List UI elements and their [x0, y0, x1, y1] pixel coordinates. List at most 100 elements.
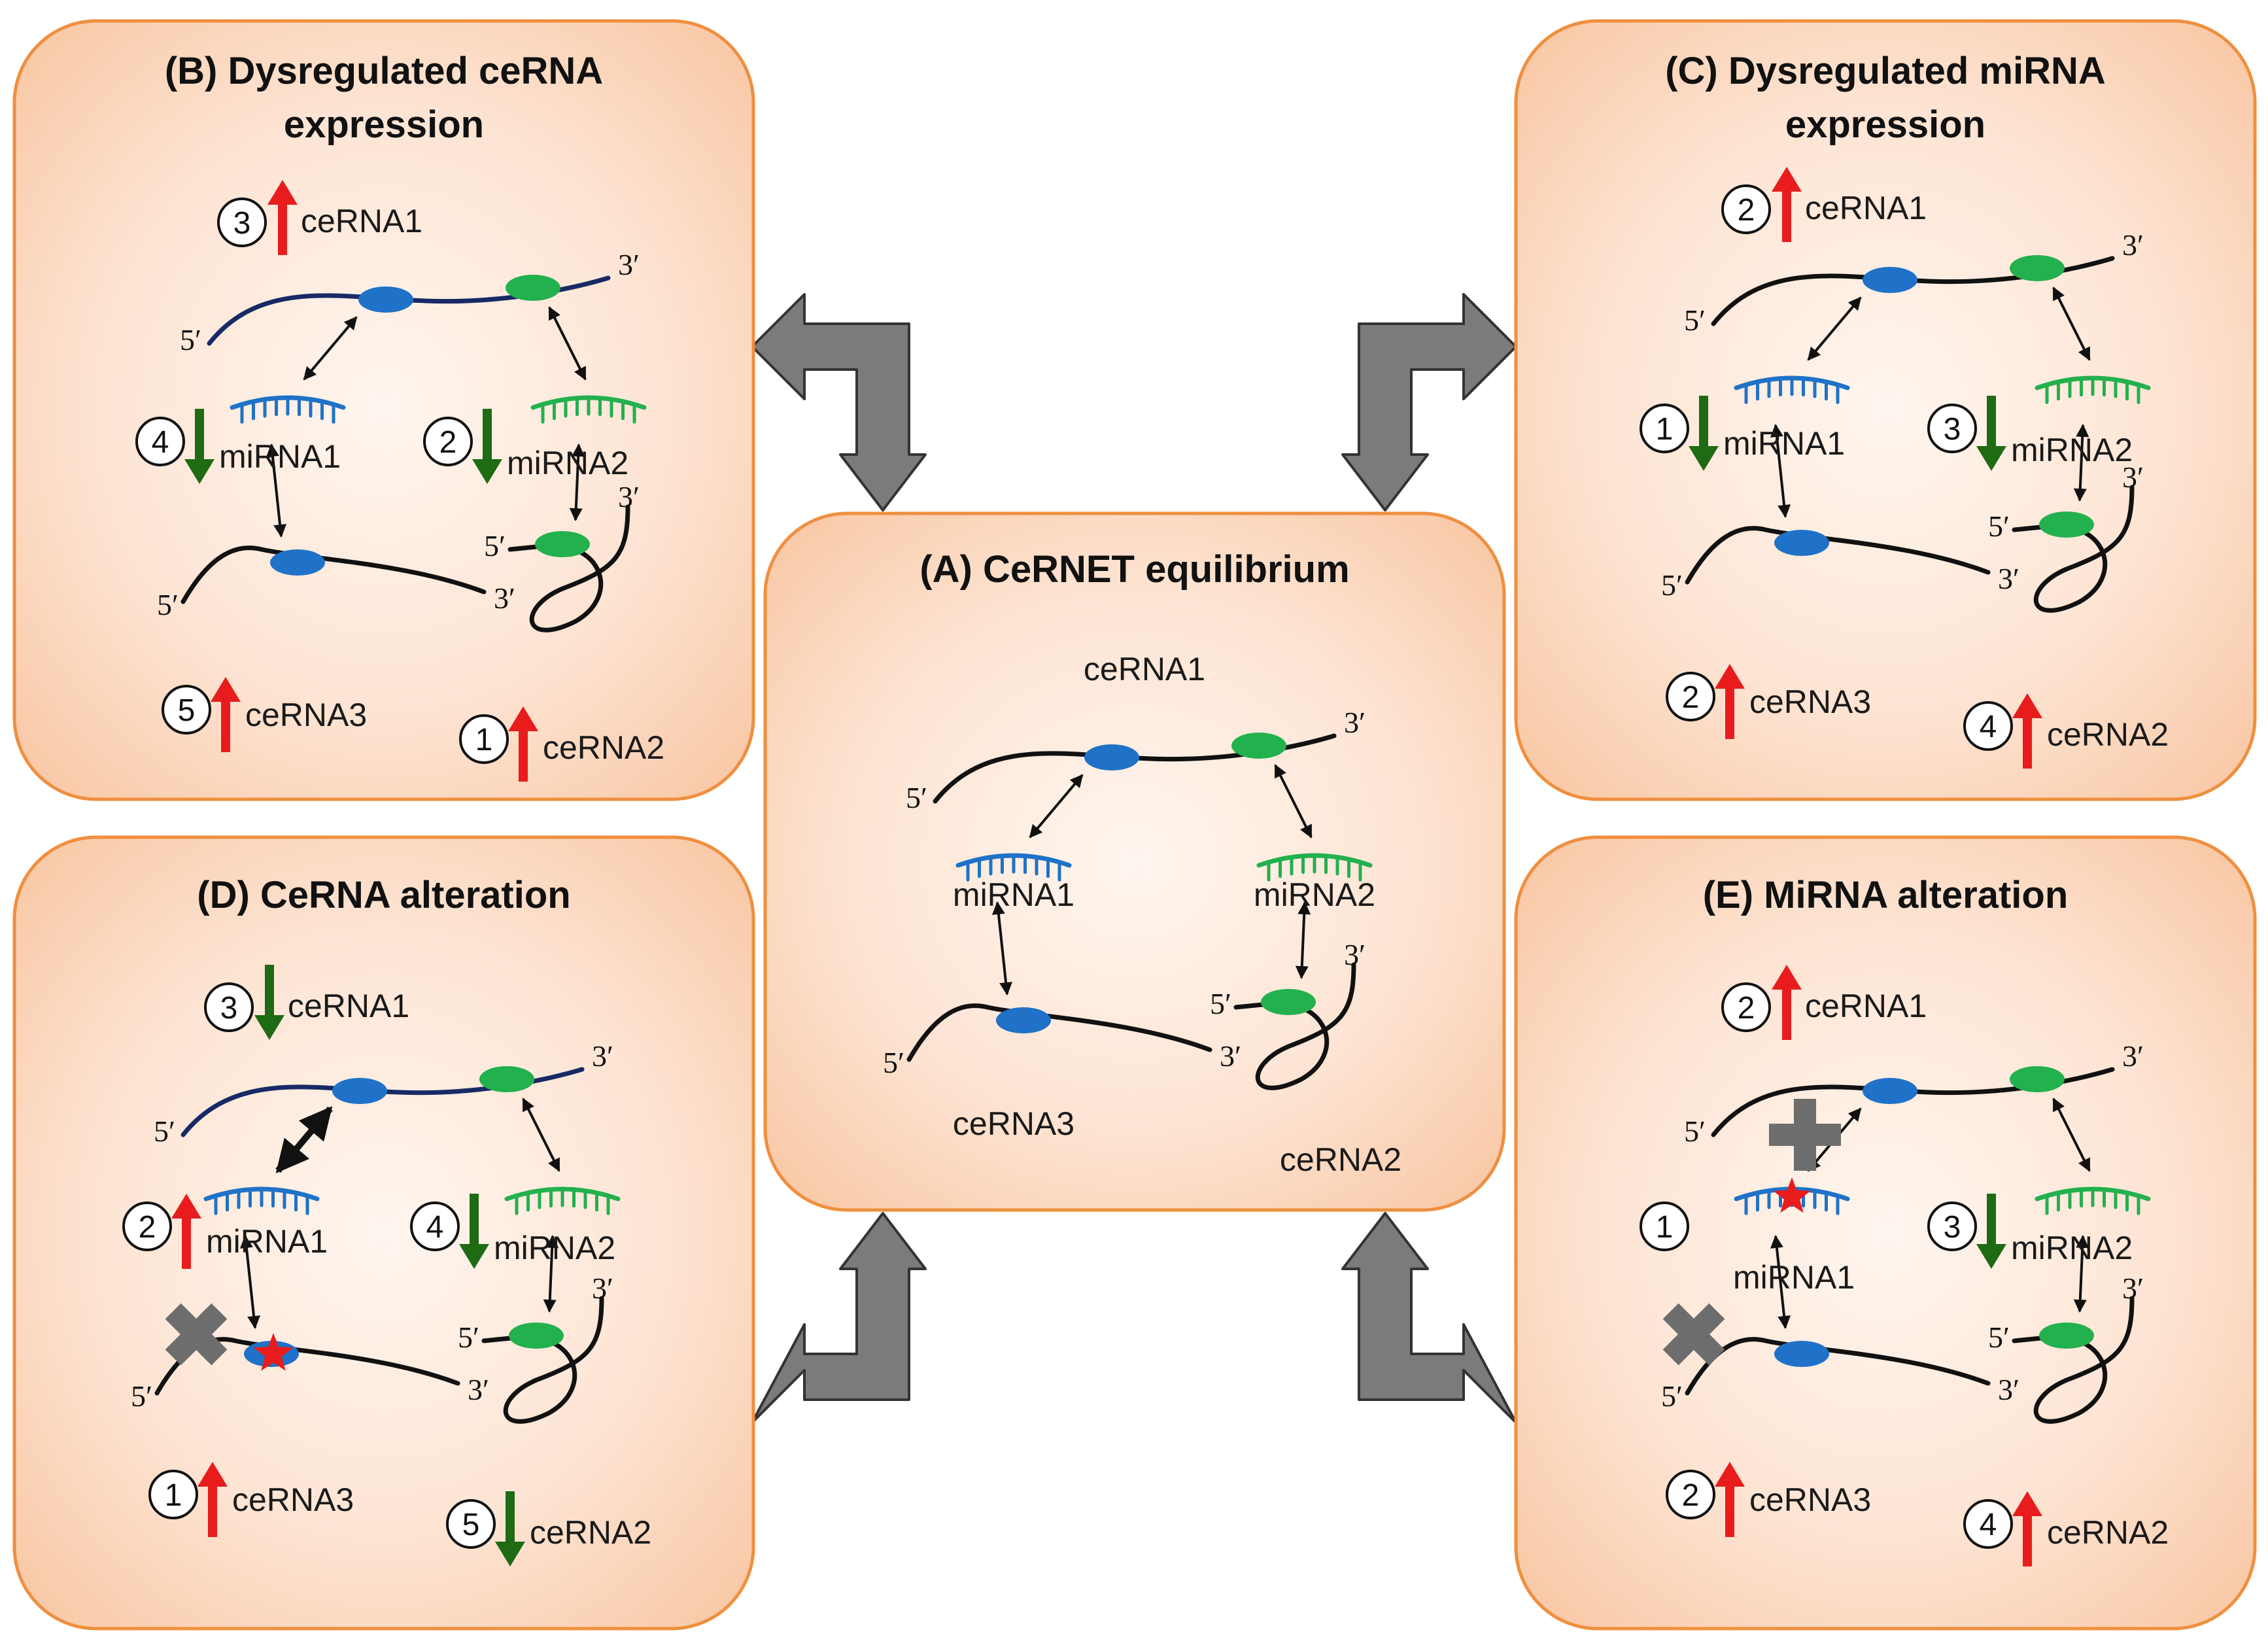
block-arrow-c-a [1341, 293, 1517, 511]
panel-b-cerna2-site [535, 531, 590, 557]
panel-a [763, 511, 1506, 1212]
panel-b-cerna3-5prime: 5′ [157, 588, 179, 621]
panel-a-mirna1-icon [955, 853, 1072, 882]
panel-d-arrow-m2-c2 [543, 1235, 559, 1313]
panel-c-step-cerna3-circle [1666, 672, 1715, 721]
panel-d-cerna1-5prime: 5′ [154, 1115, 175, 1148]
panel-b-mirna2-icon [530, 395, 647, 424]
panel-d-step-cerna3-circle [148, 1470, 198, 1519]
panel-b-arrow-m1-c3 [266, 443, 287, 538]
panel-d-mirna1-trend-arrow [171, 1194, 201, 1269]
panel-d-cerna3-label: ceRNA3 [232, 1481, 354, 1518]
panel-d [12, 835, 755, 1631]
panel-b-cerna3-3prime: 3′ [494, 581, 515, 615]
panel-a-cerna1-site1 [1084, 744, 1139, 770]
panel-b-mirna1-label: miRNA1 [219, 438, 341, 475]
panel-e-mirna2-icon [2035, 1186, 2151, 1215]
panel-c-cerna1-5prime: 5′ [1684, 303, 1706, 337]
panel-e-cerna3-trend-arrow [1715, 1462, 1745, 1537]
panel-b-step-cerna3-circle [162, 685, 211, 735]
panel-d-cerna2-site [509, 1323, 564, 1349]
panel-a-cerna3-strand [906, 1003, 1212, 1062]
panel-a-cerna2-site [1261, 989, 1316, 1015]
panel-b-cerna1-5prime: 5′ [180, 323, 201, 356]
panel-d-cerna2-3prime: 3′ [592, 1271, 613, 1305]
panel-c-mirna2-label: miRNA2 [2011, 432, 2133, 468]
panel-b-cerna1-site2 [506, 275, 560, 301]
panel-c-cerna3-trend-arrow [1715, 664, 1745, 739]
panel-e-step-cerna1-circle [1721, 982, 1771, 1032]
panel-c-step-cerna1-number: 2 [1738, 193, 1755, 228]
panel-c-arrow-m2-c2 [2073, 424, 2089, 502]
panel-e-mirna2-label: miRNA2 [2011, 1230, 2133, 1266]
panel-d-mirna1-label: miRNA1 [206, 1223, 328, 1260]
panel-b-mirna1-trend-arrow [184, 409, 215, 484]
panel-d-title: (D) CeRNA alteration [197, 874, 570, 916]
panel-d-step-mirna1-circle [122, 1202, 172, 1251]
panel-e-cerna2-site [2039, 1323, 2094, 1349]
panel-d-blocked-binding-cross [165, 1303, 228, 1366]
panel-c-cerna2-5prime: 5′ [1988, 510, 2010, 543]
panel-c-title-line2: expression [1785, 103, 1985, 146]
panel-c-cerna3-label: ceRNA3 [1749, 683, 1871, 720]
panel-e-cerna2-label: ceRNA2 [2047, 1514, 2169, 1551]
panel-a-cerna3-label: ceRNA3 [953, 1105, 1074, 1142]
panel-b-cerna1-trend-arrow [267, 180, 298, 255]
panel-e-cerna2-trend-arrow [2012, 1491, 2042, 1566]
panel-e-cerna1-label: ceRNA1 [1805, 988, 1927, 1024]
panel-c-cerna3-strand [1685, 526, 1991, 585]
panel-e-step-cerna1-number: 2 [1738, 991, 1755, 1026]
panel-e-step-cerna3-number: 2 [1682, 1478, 1700, 1513]
panel-b-step-cerna1-circle [217, 198, 267, 247]
panel-a-title: (A) CeRNET equilibrium [919, 548, 1349, 591]
panel-c-mirna1-label: miRNA1 [1723, 425, 1845, 462]
panel-b-step-cerna3-number: 5 [178, 693, 196, 728]
panel-b-cerna3-strand [180, 545, 487, 604]
panel-e-title: (E) MiRNA alteration [1703, 874, 2069, 916]
panel-c-cerna3-5prime: 5′ [1661, 568, 1683, 602]
panel-b-cerna1-strand [207, 275, 611, 346]
panel-d-step-mirna2-number: 4 [426, 1210, 444, 1245]
panel-d-step-cerna2-number: 5 [462, 1508, 480, 1542]
panel-a-cerna3-3prime: 3′ [1220, 1039, 1241, 1073]
panel-e-step-mirna2-number: 3 [1944, 1210, 1961, 1245]
panel-c-cerna1-trend-arrow [1772, 167, 1802, 242]
panel-d-cerna3-5prime: 5′ [131, 1379, 152, 1413]
panel-d-step-mirna1-number: 2 [139, 1210, 156, 1245]
panel-c-cerna1-strand [1711, 256, 2115, 326]
panel-e-step-mirna2-circle [1927, 1202, 1977, 1251]
panel-d-cerna3-trend-arrow [198, 1462, 228, 1537]
panel-d-step-mirna2-circle [410, 1202, 460, 1251]
panel-d-blocked-binding-cross-bar2 [165, 1303, 228, 1366]
block-arrow-e-a [1341, 1212, 1517, 1424]
panel-c-step-mirna1-number: 1 [1656, 412, 1674, 447]
panel-a-arrow-m1-c3 [991, 901, 1013, 995]
panel-e-arrow-c1-m2 [2052, 1098, 2091, 1172]
panel-d-step-cerna1-circle [204, 982, 254, 1032]
panel-b-cerna1-site1 [358, 286, 413, 313]
panel-b-cerna2-strand [507, 504, 630, 632]
panel-a-cerna1-strand [933, 733, 1337, 804]
panel-d-mirna2-label: miRNA2 [494, 1230, 615, 1266]
panel-d-cerna1-label: ceRNA1 [288, 988, 409, 1024]
panel-d-arrow-m1-c3 [239, 1235, 261, 1329]
panel-b-title-line1: (B) Dysregulated ceRNA [165, 50, 603, 92]
panel-c-step-mirna1-circle [1640, 404, 1689, 453]
panel-e [1514, 835, 2257, 1631]
panel-c-cerna2-3prime: 3′ [2122, 460, 2144, 494]
panel-b-cerna3-label: ceRNA3 [245, 697, 367, 733]
panel-b-step-mirna1-circle [135, 417, 185, 466]
panel-c-cerna1-site2 [2010, 255, 2065, 281]
panel-b-cerna2-5prime: 5′ [484, 529, 506, 562]
panel-d-cerna1-trend-arrow [254, 965, 284, 1040]
panel-b-arrow-c1-m2 [548, 306, 587, 381]
panel-b-step-mirna2-number: 2 [439, 425, 457, 460]
panel-b-arrow-m2-c2 [569, 443, 585, 521]
panel-d-step-cerna3-number: 1 [165, 1478, 182, 1513]
panel-b-cerna3-site [270, 549, 325, 576]
panel-a-mirna2-label: miRNA2 [1254, 876, 1375, 913]
panel-d-arrow-c1-m1 [275, 1106, 333, 1173]
panel-e-cerna1-strand [1711, 1067, 2115, 1137]
panel-b-step-mirna2-circle [423, 417, 473, 466]
